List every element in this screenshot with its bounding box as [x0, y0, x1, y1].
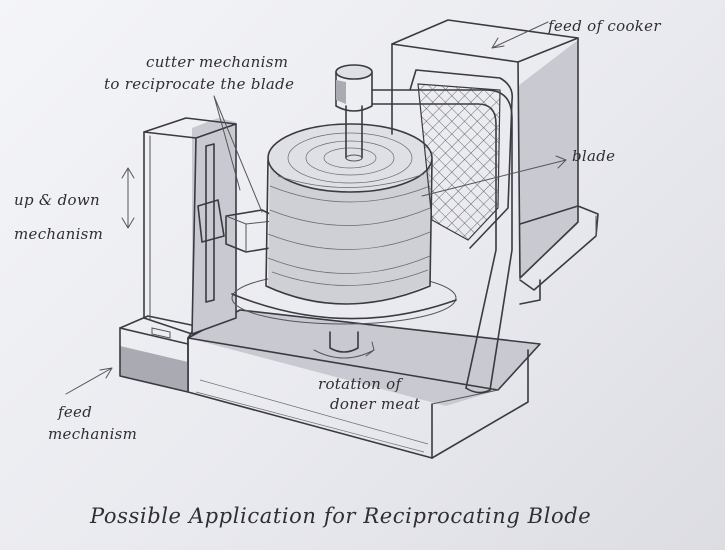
- diagram-caption: Possible Application for Reciprocating B…: [90, 504, 592, 528]
- label-feed-mechanism-line2: mechanism: [48, 425, 138, 443]
- label-up-down-line2: mechanism: [14, 225, 104, 243]
- label-blade: blade: [572, 147, 616, 165]
- skewer-spindle: [335, 64, 373, 162]
- cooker-unit: [391, 19, 599, 305]
- label-rotation-line2: doner meat: [330, 395, 421, 413]
- up-down-column: [143, 117, 237, 335]
- label-rotation-line1: rotation of: [318, 375, 402, 393]
- label-feed-of-cooker: feed of cooker: [548, 17, 661, 35]
- label-up-down-line1: up & down: [14, 191, 100, 209]
- label-cutter-mechanism-line1: cutter mechanism: [146, 53, 289, 71]
- label-feed-mechanism-line1: feed: [58, 403, 93, 421]
- label-cutter-mechanism-line2: to reciprocate the blade: [104, 75, 295, 93]
- feed-mechanism-block: [119, 315, 197, 393]
- doner-meat: [231, 123, 457, 359]
- annotation-arrows: [65, 21, 567, 395]
